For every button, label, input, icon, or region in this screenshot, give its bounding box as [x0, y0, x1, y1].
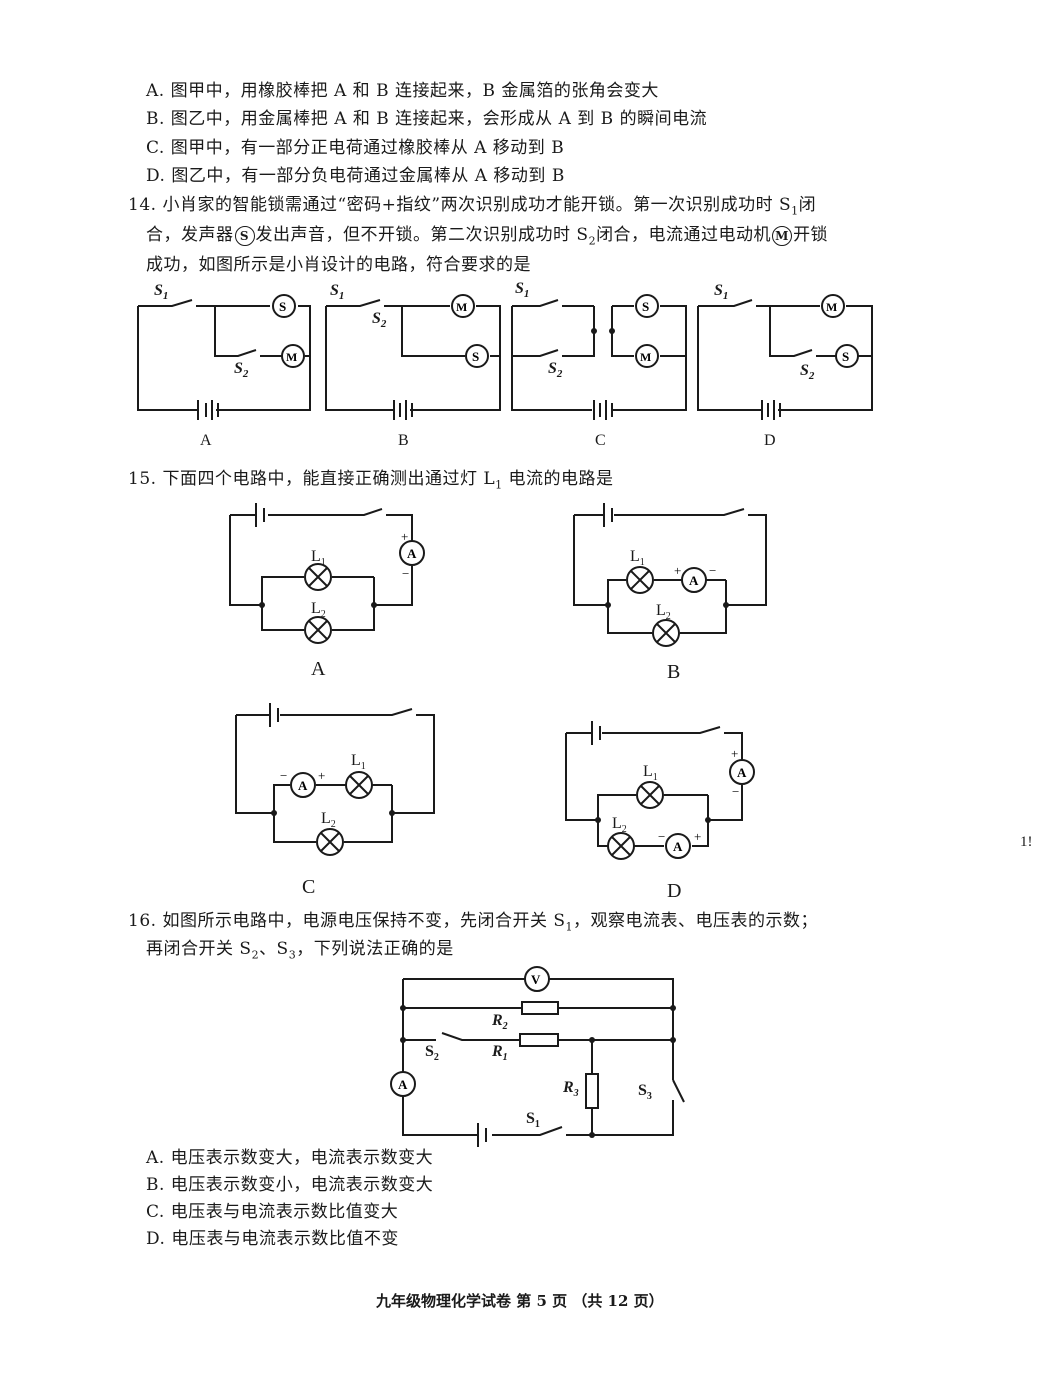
q15-question: 15. 下面四个电路中，能直接正确测出通过灯 L1 电流的电路是 [128, 469, 614, 492]
q14-choice-a: A [200, 432, 212, 449]
q16-r1-label: R1 [492, 1043, 508, 1064]
q16-option-c: C. 电压表与电流表示数比值变大 [146, 1202, 399, 1222]
svg-text:+: + [694, 829, 701, 844]
q16-option-a: A. 电压表示数变大，电流表示数变大 [146, 1148, 434, 1168]
q16-line1: 16. 如图所示电路中，电源电压保持不变，先闭合开关 S1，观察电流表、电压表的… [128, 911, 818, 934]
svg-text:−: − [732, 784, 739, 799]
q14-d-s2-label: S2 [800, 362, 815, 383]
q15-circuit-d: A A + − − + [565, 721, 755, 860]
q14-b-s1-label: S1 [330, 282, 345, 303]
svg-text:S: S [279, 299, 286, 314]
svg-text:S: S [642, 299, 649, 314]
q15-circuit-a: A + − [229, 503, 425, 644]
q16-r3-label: R3 [563, 1079, 579, 1100]
q16-s3-label: S3 [638, 1082, 652, 1103]
svg-text:A: A [398, 1077, 408, 1092]
q13-option-c: C. 图甲中，有一部分正电荷通过橡胶棒从 A 移动到 B [146, 138, 565, 158]
svg-text:−: − [402, 566, 409, 581]
q15-c-l2: L2 [321, 810, 336, 831]
svg-text:−: − [280, 768, 287, 783]
q15-choice-a: A [311, 658, 326, 680]
q16-s2-label: S2 [425, 1043, 439, 1064]
q16-s1-label: S1 [526, 1110, 540, 1131]
q16-option-b: B. 电压表示数变小，电流表示数变大 [146, 1175, 434, 1195]
q14-line3: 成功，如图所示是小肖设计的电路，符合要求的是 [146, 255, 531, 275]
q16-line2: 再闭合开关 S2、S3，下列说法正确的是 [146, 939, 454, 962]
q15-choice-b: B [667, 661, 681, 683]
svg-text:+: + [401, 529, 408, 544]
q14-choice-d: D [764, 432, 776, 449]
q14-circuit-d: M S [697, 294, 873, 420]
svg-text:−: − [709, 563, 716, 578]
svg-text:+: + [318, 768, 325, 783]
q15-c-l1: L1 [351, 752, 366, 773]
q14-a-s1-label: S1 [154, 282, 169, 303]
svg-text:M: M [640, 350, 651, 364]
q14-a-s2-label: S2 [234, 360, 249, 381]
q14-choice-b: B [398, 432, 409, 449]
svg-text:A: A [298, 778, 308, 793]
q14-c-s1-label: S1 [515, 280, 530, 301]
q15-choice-c: C [302, 876, 316, 898]
q16-r2-label: R2 [492, 1012, 508, 1033]
q15-choice-d: D [667, 880, 682, 902]
page-footer: 九年级物理化学试卷 第 5 页 （共 12 页） [376, 1292, 664, 1310]
q14-b-s2-label: S2 [372, 310, 387, 331]
q13-option-b: B. 图乙中，用金属棒把 A 和 B 连接起来，会形成从 A 到 B 的瞬间电流 [146, 109, 708, 129]
svg-text:M: M [286, 350, 297, 364]
svg-text:A: A [407, 546, 417, 561]
svg-text:A: A [673, 839, 683, 854]
speaker-symbol: S [234, 225, 255, 246]
svg-text:+: + [731, 746, 738, 761]
svg-text:S: S [842, 349, 849, 364]
svg-text:−: − [658, 829, 665, 844]
svg-text:V: V [531, 972, 541, 987]
svg-text:+: + [674, 563, 681, 578]
svg-text:A: A [689, 573, 699, 588]
q14-circuit-a: S M [137, 294, 311, 420]
q14-circuit-c: S M [511, 294, 687, 420]
motor-symbol: M [772, 225, 793, 246]
q15-circuit-c: A − + [235, 703, 435, 856]
q15-circuit-b: A + − [573, 503, 767, 647]
edge-mark: 1! [1020, 834, 1033, 850]
svg-text:M: M [456, 300, 467, 314]
q15-d-l2: L2 [612, 815, 627, 836]
svg-text:S: S [472, 349, 479, 364]
q13-option-d: D. 图乙中，有一部分负电荷通过金属棒从 A 移动到 B [146, 166, 565, 186]
svg-text:A: A [737, 765, 747, 780]
q15-a-l1: L1 [311, 548, 326, 569]
q16-option-d: D. 电压表与电流表示数比值不变 [146, 1229, 399, 1249]
q14-line1: 14. 小肖家的智能锁需通过“密码+指纹”两次识别成功才能开锁。第一次识别成功时… [128, 195, 817, 218]
q14-choice-c: C [595, 432, 606, 449]
q13-option-a: A. 图甲中，用橡胶棒把 A 和 B 连接起来，B 金属箔的张角会变大 [146, 81, 659, 101]
q15-b-l2: L2 [656, 602, 671, 623]
q14-d-s1-label: S1 [714, 282, 729, 303]
q14-c-s2-label: S2 [548, 360, 563, 381]
q15-d-l1: L1 [643, 763, 658, 784]
q14-circuit-b: M S [325, 294, 501, 420]
q15-a-l2: L2 [311, 600, 326, 621]
svg-text:M: M [826, 300, 837, 314]
q15-b-l1: L1 [630, 548, 645, 569]
